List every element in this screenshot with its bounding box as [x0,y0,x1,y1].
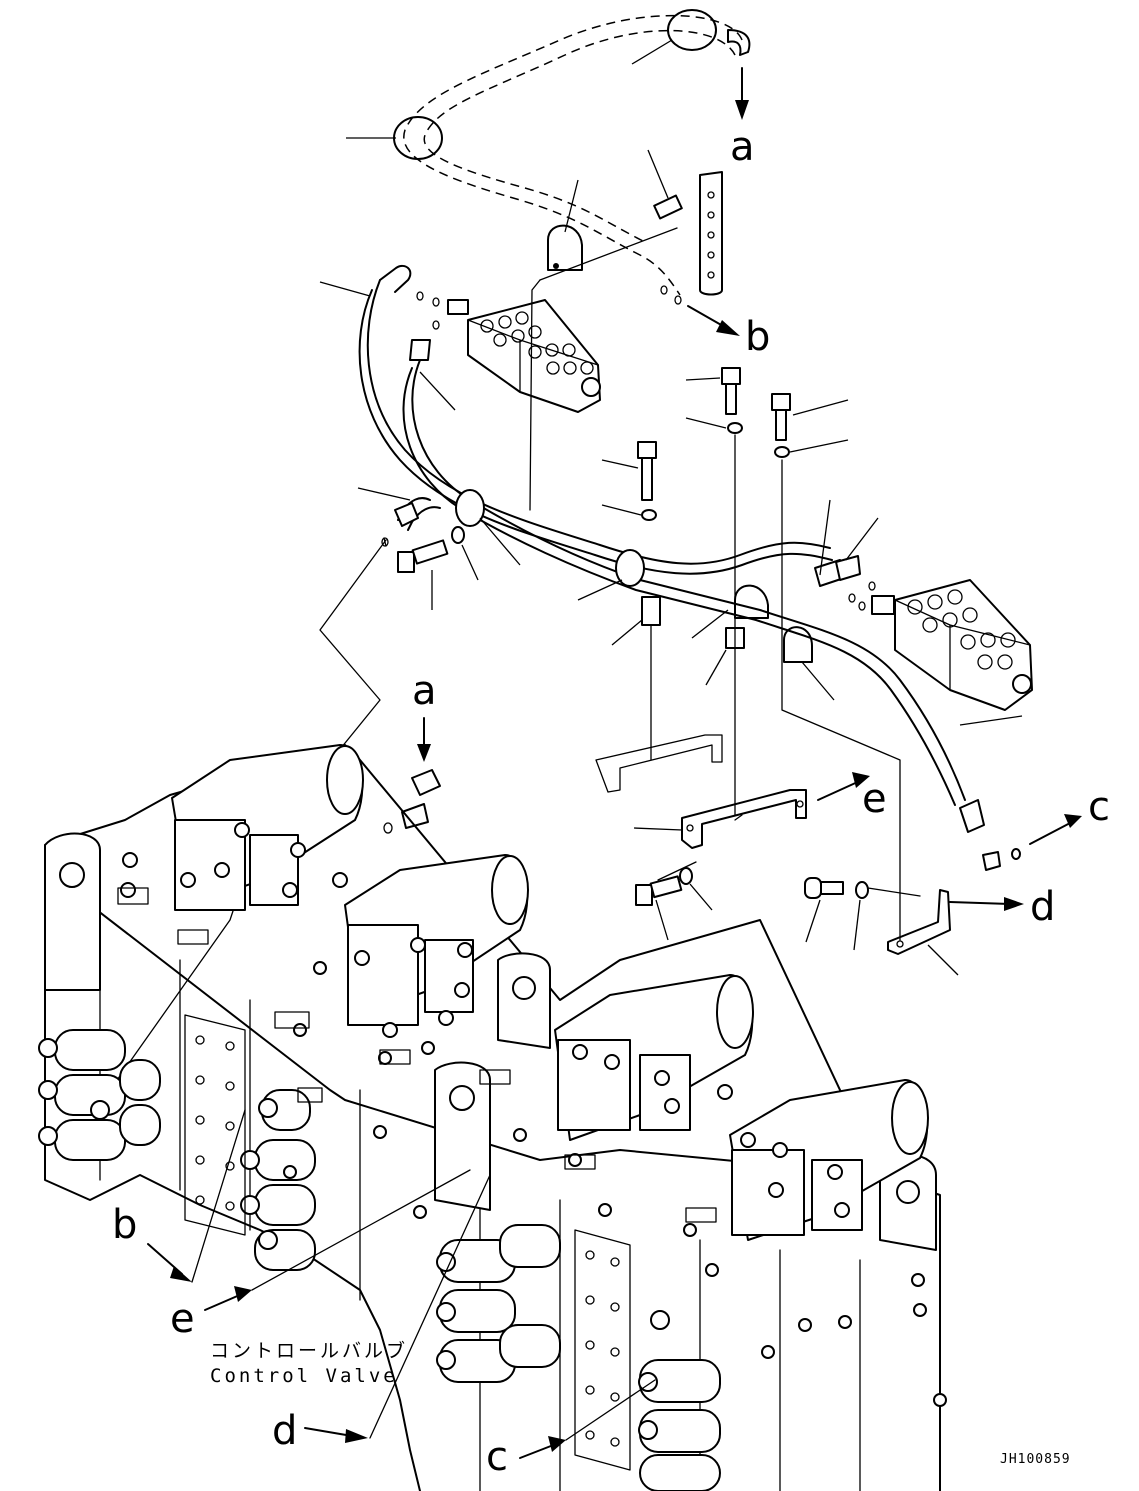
fitting-c [982,848,1021,871]
drawing-code: JH100859 [1000,1452,1071,1467]
small-valve-block-upper [447,299,601,413]
washer-1 [727,422,743,434]
arrow-d-top [949,901,1011,905]
elbow-fitting-top [727,29,751,56]
bolt-3 [637,441,657,501]
washer-6 [855,881,869,899]
label-d-bottom: d [272,1408,297,1454]
bracket-plate-upper [699,171,723,296]
washer-4 [451,526,465,544]
arrow-c-bottom [519,1443,557,1459]
arrow-d-bottom [304,1427,353,1437]
caption-english: Control Valve [210,1365,398,1387]
perforated-plate-2 [574,1229,631,1471]
solenoids-left [38,1029,316,1271]
washer-3 [641,509,657,521]
bolt-2 [771,393,791,441]
label-a-mid: a [412,668,437,714]
bolt-5 [635,875,683,906]
perforated-plate-1 [184,1014,246,1236]
spool-housing-3 [554,974,754,1141]
solenoids-middle [436,1224,721,1491]
fitting-a [401,769,441,829]
caption-japanese: コントロールバルブ [210,1339,408,1362]
hose-bundle [358,279,966,806]
leader-lines [319,39,1023,976]
hose-clamp-top [393,9,717,160]
spool-housing-4 [729,1079,929,1241]
spool-housing-2 [344,854,529,1026]
washer-5 [679,867,693,885]
label-b-top: b [745,314,770,360]
hose-end-fitting-1 [379,264,985,833]
bolt-6 [804,877,844,899]
label-c-bottom: c [486,1434,508,1480]
label-e-top: e [862,776,887,822]
pads [117,887,717,1223]
arrow-e-bottom [204,1293,243,1311]
bolt-4 [397,539,449,573]
label-a-top: a [730,124,755,170]
label-e-bottom: e [170,1296,195,1342]
spacer-upper [653,194,683,220]
hose-clamps-lower [455,489,813,663]
bracket-d [887,889,951,955]
bolt-1 [721,367,741,415]
washer-2 [774,446,790,458]
pipe-clamp-upper [547,224,583,271]
label-c-top: c [1088,784,1110,830]
bracket-e [681,789,807,849]
small-o-rings [381,285,876,834]
small-valve-block-right [871,579,1033,711]
control-valve-assembly [38,744,947,1491]
arrow-c-top [1029,821,1073,845]
label-d-top: d [1030,884,1055,930]
bracket-outline [595,734,723,793]
nuts [120,822,947,1407]
label-b-bottom: b [112,1202,137,1248]
upper-hose-dashed [403,14,743,296]
arrow-e-top [817,779,863,801]
